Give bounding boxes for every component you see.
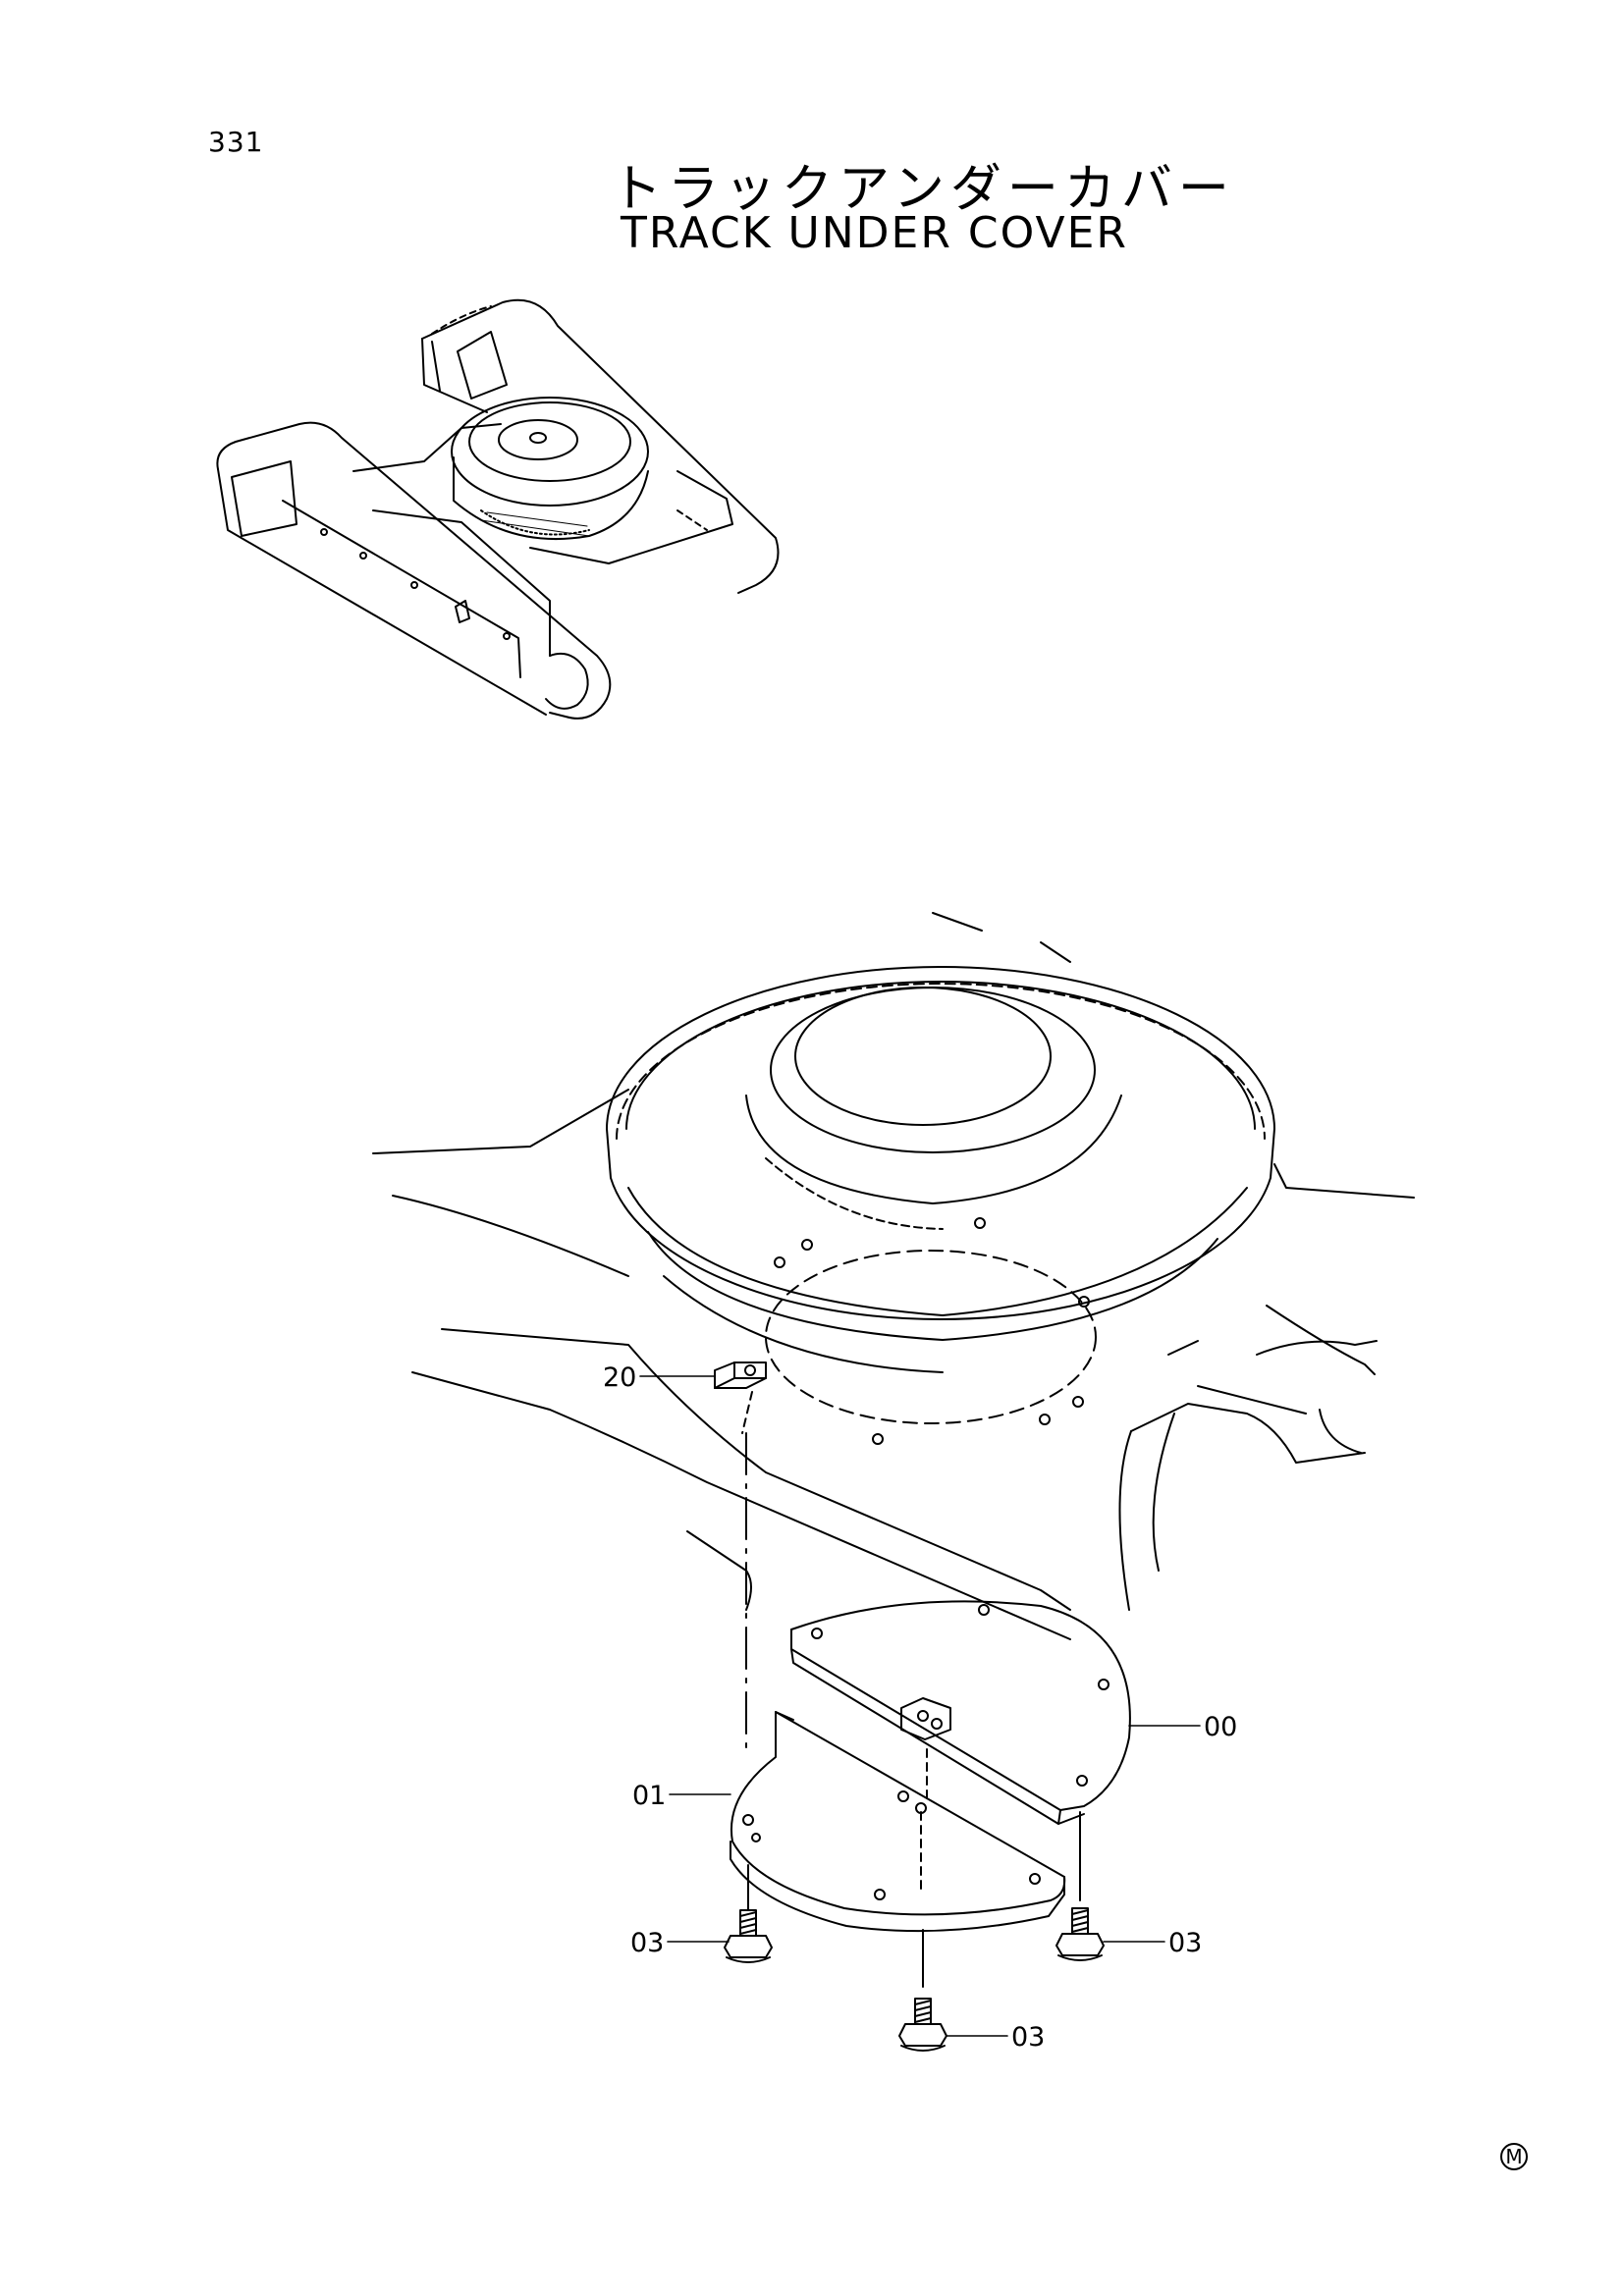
bolt-part-03-left: [724, 1864, 773, 1963]
callout-20: 20: [603, 1362, 636, 1393]
title-japanese: トラックアンダーカバー: [611, 160, 1235, 219]
callout-03-center: 03: [1011, 2022, 1045, 2053]
svg-text:M: M: [1505, 2145, 1522, 2168]
undercarriage-overview: [216, 298, 780, 720]
title-english: TRACK UNDER COVER: [621, 208, 1128, 258]
cover-plate-part-00: [790, 1600, 1131, 1825]
callout-00: 00: [1204, 1712, 1237, 1742]
cover-plate-part-01: [730, 1711, 1066, 1933]
swing-bearing-assembly: [372, 912, 1415, 1640]
leader-lines: [639, 1375, 1201, 2037]
bracket-part-20: [714, 1362, 767, 1758]
bolt-part-03-center: [898, 1929, 947, 2052]
page-number: 331: [208, 126, 264, 158]
callout-03-left: 03: [630, 1928, 664, 1958]
callout-03-right: 03: [1168, 1928, 1202, 1958]
callout-01: 01: [632, 1781, 666, 1811]
bolt-part-03-right: [1055, 1811, 1105, 1961]
circled-m-mark: M: [1500, 2143, 1528, 2170]
